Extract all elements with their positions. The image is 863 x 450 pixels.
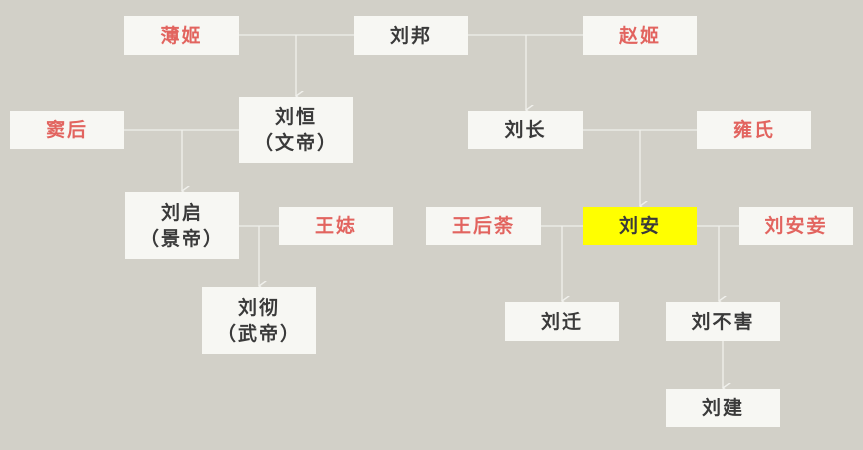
node-liu-jian[interactable]: 刘建	[666, 389, 780, 427]
node-bo-ji[interactable]: 薄姬	[124, 16, 239, 55]
node-label: 王娡	[314, 215, 357, 237]
node-label: 窦后	[45, 119, 88, 141]
node-label: 刘邦	[389, 24, 432, 47]
node-label: 赵姬	[618, 24, 661, 47]
node-liu-an[interactable]: 刘安	[583, 207, 697, 245]
node-label: 刘安妾	[764, 215, 828, 237]
node-label: 雍氏	[732, 119, 775, 141]
node-wang-hou-tu[interactable]: 王后荼	[426, 207, 541, 245]
node-label: 王后荼	[451, 215, 515, 237]
node-label: 刘建	[701, 397, 744, 419]
node-liu-qi[interactable]: 刘启 （景帝）	[125, 192, 239, 259]
node-label: 刘启	[160, 201, 203, 224]
node-title: （文帝）	[253, 132, 338, 154]
node-dou-hou[interactable]: 窦后	[10, 111, 124, 149]
node-title: （武帝）	[216, 322, 301, 345]
node-liu-chang[interactable]: 刘长	[468, 111, 583, 149]
node-liu-heng[interactable]: 刘恒 （文帝）	[239, 97, 353, 163]
node-title: （景帝）	[139, 227, 224, 250]
node-wang-zhi[interactable]: 王娡	[279, 207, 393, 245]
node-liu-an-qie[interactable]: 刘安妾	[739, 207, 853, 245]
node-label: 刘长	[504, 119, 547, 141]
node-label: 刘彻	[237, 296, 280, 319]
node-label: 刘恒	[274, 106, 317, 128]
node-label: 刘迁	[540, 310, 583, 333]
node-liu-bang[interactable]: 刘邦	[354, 16, 468, 55]
node-zhao-ji[interactable]: 赵姬	[583, 16, 697, 55]
node-liu-buhai[interactable]: 刘不害	[666, 302, 780, 341]
node-label: 薄姬	[160, 24, 203, 47]
node-liu-che[interactable]: 刘彻 （武帝）	[202, 287, 316, 354]
node-label: 刘安	[618, 215, 661, 237]
node-label: 刘不害	[691, 310, 755, 333]
node-yong-shi[interactable]: 雍氏	[697, 111, 811, 149]
node-liu-qian[interactable]: 刘迁	[505, 302, 619, 341]
